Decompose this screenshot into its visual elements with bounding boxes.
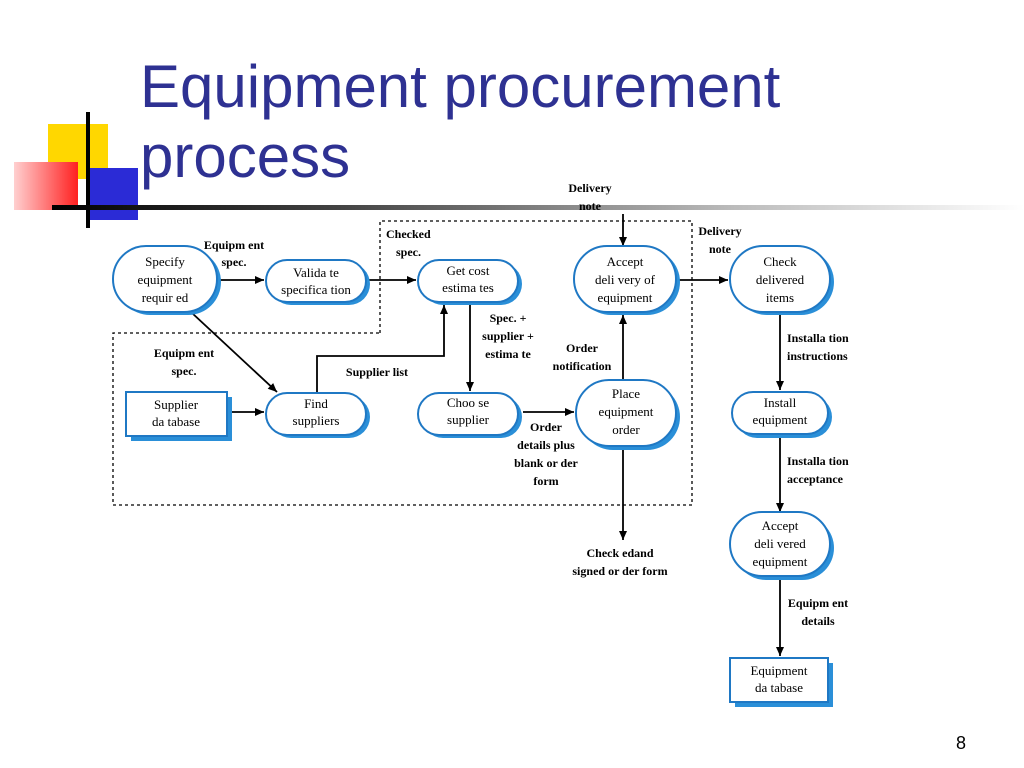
- node-acceptequip-line-2: deli vered: [754, 536, 806, 551]
- node-get-cost-estimates: Get cost estima tes: [417, 259, 522, 305]
- node-acceptdelivery-line-2: deli very of: [595, 272, 656, 287]
- node-acceptdelivery-line-1: Accept: [607, 254, 644, 269]
- node-choose-line-2: supplier: [447, 412, 490, 427]
- node-getcost-line-2: estima tes: [442, 280, 494, 295]
- node-getcost-line-1: Get cost: [447, 263, 490, 278]
- node-choose-supplier: Choo se supplier: [417, 392, 522, 438]
- decor-vertical-line: [86, 112, 90, 228]
- slide-title: Equipment procurement process: [140, 52, 840, 192]
- node-place-line-2: equipment: [599, 404, 654, 419]
- node-validate-line-1: Valida te: [293, 265, 339, 280]
- node-install-line-2: equipment: [753, 412, 808, 427]
- system-boundary: [112, 220, 693, 506]
- node-find-line-2: suppliers: [293, 413, 340, 428]
- node-specify-line-3: requir ed: [142, 290, 189, 305]
- node-acceptequip-line-3: equipment: [753, 554, 808, 569]
- node-check-line-3: items: [766, 290, 794, 305]
- node-choose-line-1: Choo se: [447, 395, 489, 410]
- node-specify-line-2: equipment: [138, 272, 193, 287]
- store-supplier-database: Supplier da tabase: [125, 391, 232, 441]
- arrow-findsuppliers-getcost: [316, 305, 448, 392]
- node-acceptdelivery-line-3: equipment: [598, 290, 653, 305]
- flow-arrows: [191, 214, 784, 656]
- node-install-line-1: Install: [764, 395, 797, 410]
- node-install-equipment: Install equipment: [731, 391, 832, 438]
- node-validate-specification: Valida te specifica tion: [265, 259, 370, 305]
- store-supplier-line-1: Supplier: [154, 397, 199, 412]
- decor-red-square: [14, 162, 78, 210]
- node-check-line-1: Check: [763, 254, 797, 269]
- node-accept-delivered-equipment: Accept deli vered equipment: [729, 511, 834, 580]
- node-place-line-1: Place: [612, 386, 640, 401]
- arrow-specify-findsuppliers: [191, 312, 278, 393]
- slide-title-line-2: process: [140, 123, 351, 190]
- store-equipment-line-2: da tabase: [755, 680, 803, 695]
- title-underline: [52, 205, 1024, 210]
- node-check-line-2: delivered: [756, 272, 805, 287]
- node-place-line-3: order: [612, 422, 640, 437]
- decor-blue-square: [88, 168, 138, 220]
- store-equipment-database: Equipment da tabase: [729, 657, 833, 707]
- node-find-suppliers: Find suppliers: [265, 392, 370, 438]
- node-acceptequip-line-1: Accept: [762, 518, 799, 533]
- node-place-equipment-order: Place equipment order: [575, 379, 680, 450]
- node-specify-equipment: Specify equipment requir ed: [112, 245, 221, 315]
- store-supplier-line-2: da tabase: [152, 414, 200, 429]
- label-spec-supplier-estimate: Spec. +supplier +estima te: [482, 311, 534, 361]
- label-supplier-list: Supplier list: [346, 365, 408, 379]
- node-check-delivered-items: Check delivered items: [729, 245, 834, 315]
- node-find-line-1: Find: [304, 396, 328, 411]
- node-specify-line-1: Specify: [145, 254, 185, 269]
- store-equipment-line-1: Equipment: [750, 663, 807, 678]
- node-validate-line-2: specifica tion: [281, 282, 351, 297]
- node-accept-delivery: Accept deli very of equipment: [573, 245, 680, 315]
- page-number: 8: [955, 733, 966, 753]
- slide-title-line-1: Equipment procurement: [140, 53, 781, 120]
